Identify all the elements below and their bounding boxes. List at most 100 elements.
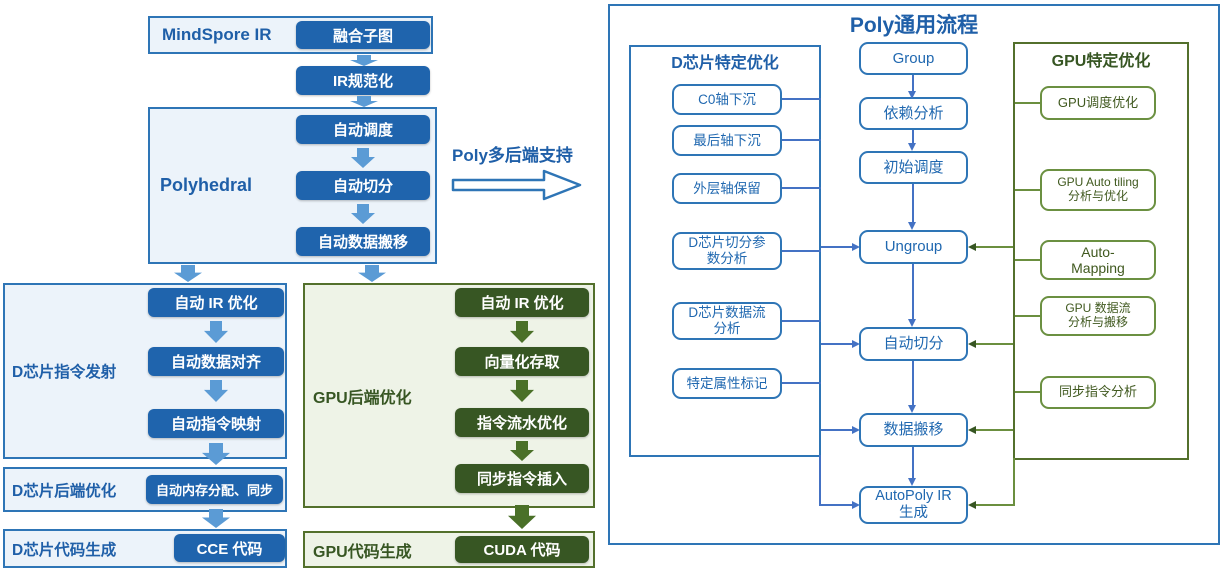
gpu-codegen-label: GPU代码生成 [313, 543, 412, 561]
flow-initial-schedule: 初始调度 [859, 151, 968, 184]
mindspore-ir-label: MindSpore IR [162, 25, 272, 44]
gpu-opts-title: GPU特定优化 [1051, 53, 1151, 70]
d-chip-opts-title: D芯片特定优化 [671, 55, 779, 72]
d-opt-tiling-param-analysis: D芯片切分参 数分析 [672, 232, 782, 270]
connector-line [912, 184, 914, 222]
gpu-backend-panel: GPU后端优化 自动 IR 优化 向量化存取 指令流水优化 同步指令插入 [303, 283, 595, 508]
flow-ungroup: Ungroup [859, 230, 968, 264]
d-opt-last-axis-sink: 最后轴下沉 [672, 125, 782, 156]
block-arrow-down-icon [351, 204, 375, 224]
d-opt-c0-axis-sink: C0轴下沉 [672, 84, 782, 115]
connector-line [819, 504, 852, 506]
ir-normalize-step: IR规范化 [296, 66, 430, 95]
connector-line [1015, 259, 1040, 261]
gpu-codegen-panel: GPU代码生成 CUDA 代码 [303, 531, 595, 568]
polyhedral-panel: Polyhedral 自动调度 自动切分 自动数据搬移 [148, 107, 437, 264]
block-arrow-down-icon [358, 265, 386, 282]
block-arrow-down-icon [510, 321, 534, 343]
block-arrow-down-icon [508, 505, 536, 529]
d-opt-attr-mark: 特定属性标记 [672, 368, 782, 399]
connector-line [912, 264, 914, 319]
connector-line [976, 504, 1015, 506]
arrowhead-down-icon [908, 91, 916, 99]
d-chip-codegen-panel: D芯片代码生成 CCE 代码 [3, 529, 287, 568]
block-arrow-down-icon [204, 380, 228, 402]
d-chip-backend-panel: D芯片后端优化 自动内存分配、同步 [3, 467, 287, 512]
sync-instr-insert-step: 同步指令插入 [455, 464, 589, 493]
arrowhead-right-icon [852, 501, 860, 509]
d-chip-codegen-label: D芯片代码生成 [12, 541, 117, 559]
gpu-opt-dataflow-move: GPU 数据流 分析与搬移 [1040, 296, 1156, 336]
fusion-subgraph-step: 融合子图 [296, 21, 430, 49]
auto-schedule-step: 自动调度 [296, 115, 430, 144]
arrowhead-down-icon [908, 143, 916, 151]
d-chip-backend-label: D芯片后端优化 [12, 482, 117, 500]
gpu-auto-ir-opt-step: 自动 IR 优化 [455, 288, 589, 317]
block-arrow-down-icon [351, 148, 375, 168]
mindspore-ir-panel: MindSpore IR 融合子图 [148, 16, 433, 54]
gpu-backend-label: GPU后端优化 [313, 389, 412, 407]
connector-line [782, 382, 821, 384]
connector-line [819, 455, 821, 506]
block-arrow-down-icon [174, 265, 202, 282]
arrowhead-down-icon [908, 319, 916, 327]
connector-line [782, 320, 821, 322]
cce-code-step: CCE 代码 [174, 534, 285, 562]
connector-line [821, 343, 852, 345]
poly-general-flow-title: Poly通用流程 [849, 14, 979, 37]
vector-access-step: 向量化存取 [455, 347, 589, 376]
polyhedral-label: Polyhedral [160, 175, 253, 195]
connector-line [1015, 102, 1040, 104]
connector-line [912, 447, 914, 478]
multi-backend-label: Poly多后端支持 [452, 145, 573, 165]
flow-group: Group [859, 42, 968, 75]
flow-dependency-analysis: 依赖分析 [859, 97, 968, 130]
flow-data-move: 数据搬移 [859, 413, 968, 447]
auto-tiling-step: 自动切分 [296, 171, 430, 200]
connector-line [912, 75, 914, 91]
connector-line [821, 429, 852, 431]
connector-line [1015, 391, 1040, 393]
gpu-opt-sync-instr: 同步指令分析 [1040, 376, 1156, 409]
d-chip-emit-panel: D芯片指令发射 自动 IR 优化 自动数据对齐 自动指令映射 [3, 283, 287, 459]
auto-ir-opt-step: 自动 IR 优化 [148, 288, 284, 317]
connector-line [782, 139, 821, 141]
auto-data-move-step: 自动数据搬移 [296, 227, 430, 256]
connector-line [976, 429, 1013, 431]
gpu-opt-auto-mapping: Auto- Mapping [1040, 240, 1156, 280]
d-opt-outer-axis-keep: 外层轴保留 [672, 173, 782, 204]
auto-instr-map-step: 自动指令映射 [148, 409, 284, 438]
arrowhead-right-icon [852, 426, 860, 434]
flow-autopoly-ir-gen: AutoPoly IR 生成 [859, 486, 968, 524]
instr-pipeline-step: 指令流水优化 [455, 408, 589, 437]
arrowhead-left-icon [968, 243, 976, 251]
flow-auto-tiling: 自动切分 [859, 327, 968, 361]
connector-line [1015, 189, 1040, 191]
arrowhead-left-icon [968, 340, 976, 348]
connector-line [976, 343, 1013, 345]
arrowhead-right-icon [852, 243, 860, 251]
arrowhead-right-icon [852, 340, 860, 348]
block-arrow-down-icon [350, 96, 378, 107]
block-arrow-down-icon [510, 380, 534, 402]
arrowhead-down-icon [908, 478, 916, 486]
connector-line [976, 246, 1013, 248]
d-opt-dataflow-analysis: D芯片数据流 分析 [672, 302, 782, 340]
arrowhead-left-icon [968, 426, 976, 434]
connector-line [1013, 458, 1015, 506]
connector-line [782, 98, 821, 100]
block-arrow-down-icon [350, 55, 378, 66]
arrowhead-down-icon [908, 222, 916, 230]
connector-line [912, 130, 914, 143]
connector-line [821, 246, 852, 248]
connector-line [1015, 315, 1040, 317]
right-block-arrow-icon [451, 169, 582, 201]
connector-line [912, 361, 914, 405]
block-arrow-down-icon [204, 321, 228, 343]
connector-line [782, 187, 821, 189]
block-arrow-down-icon [510, 441, 534, 461]
gpu-opt-schedule: GPU调度优化 [1040, 86, 1156, 120]
connector-line [782, 250, 821, 252]
cuda-code-step: CUDA 代码 [455, 536, 589, 563]
